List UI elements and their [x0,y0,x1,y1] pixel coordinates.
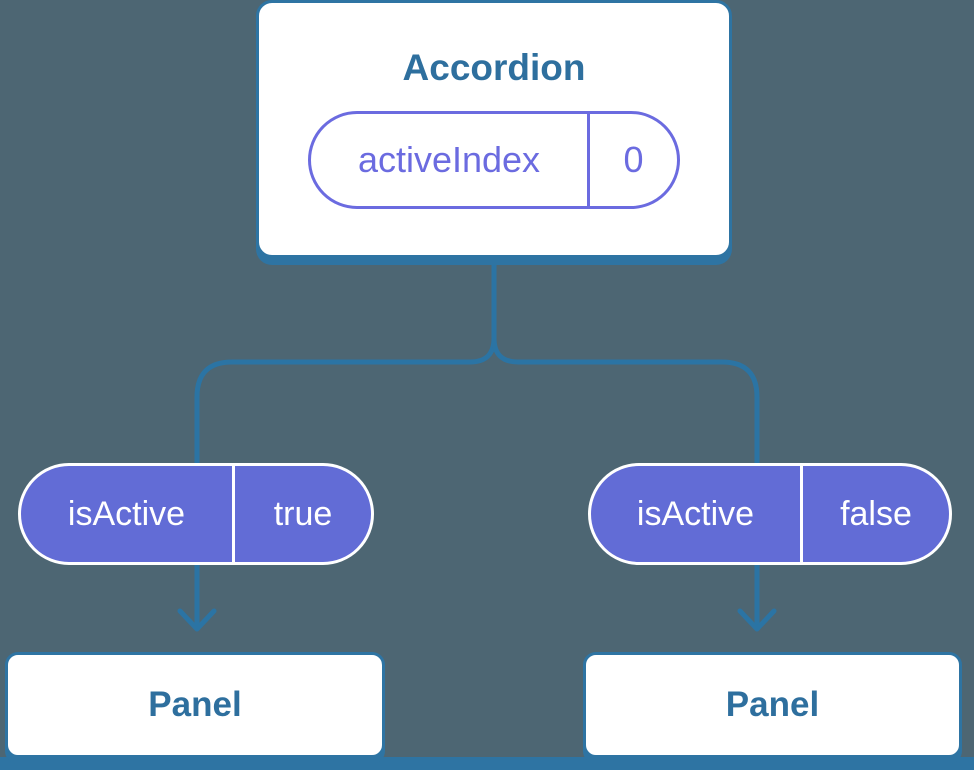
prop-pill-right: isActive false [588,463,952,565]
prop-name: isActive [636,494,755,533]
bottom-edge-bar [0,757,974,770]
panel-node-left: Panel [5,652,385,758]
panel-node-title: Panel [725,685,820,724]
prop-pill-divider [232,466,235,562]
prop-pill-divider [800,466,803,562]
state-name: activeIndex [357,139,541,180]
connector-right-branch [491,257,760,469]
panel-node-title: Panel [148,685,242,724]
connector-left-branch [194,257,497,469]
left-arrowhead-icon [177,608,217,632]
prop-value: false [840,494,912,533]
state-value: 0 [623,139,644,180]
prop-pill-left: isActive true [18,463,374,565]
state-pill-divider [587,114,590,206]
state-pill: activeIndex 0 [308,111,680,209]
accordion-node-title: Accordion [402,47,586,88]
prop-value: true [273,494,333,533]
prop-name: isActive [67,494,186,533]
panel-node-right: Panel [583,652,962,758]
accordion-node: Accordion activeIndex 0 [256,0,732,258]
right-arrowhead-icon [737,608,777,632]
